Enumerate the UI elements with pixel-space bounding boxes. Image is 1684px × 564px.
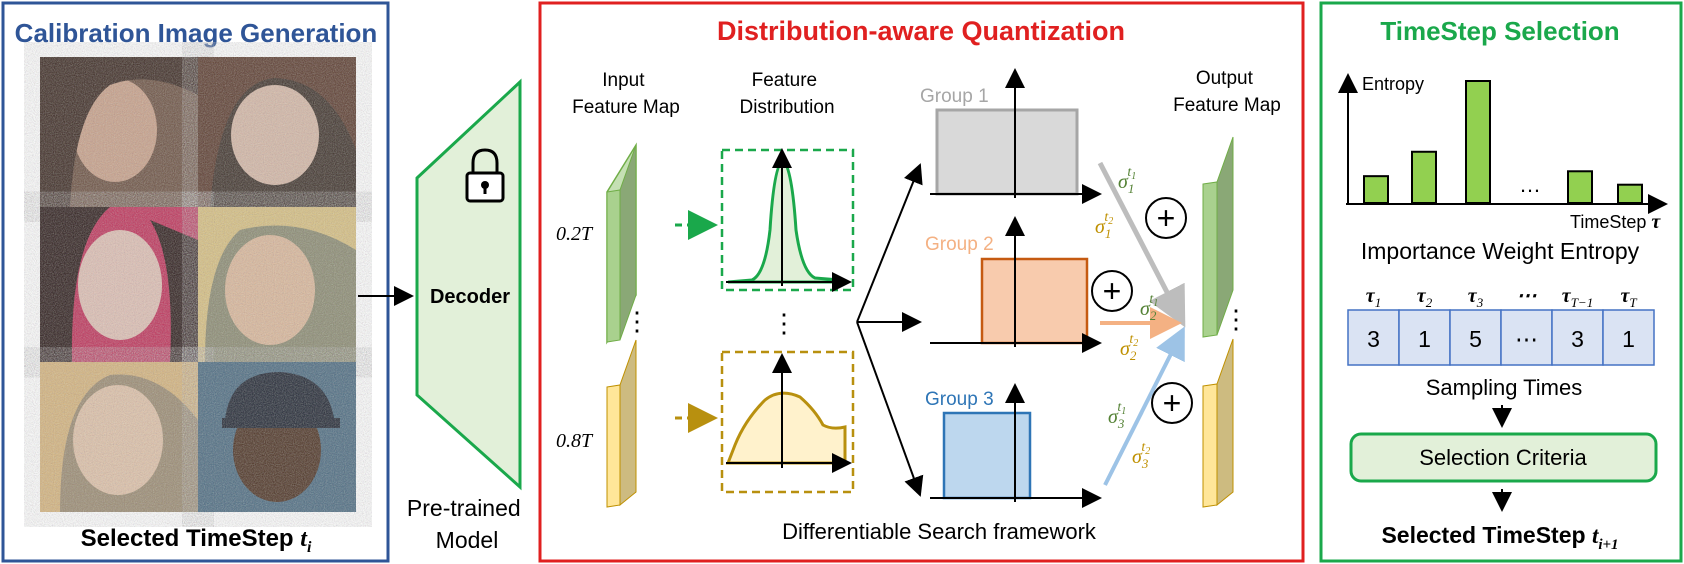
entropy-y-label: Entropy [1362, 74, 1424, 94]
input-ellipsis: ⋮ [624, 306, 650, 336]
sigma-labels: σ1t1 σ1t2 σ2t1 σ2t2 σ3t1 σ3t2 [1095, 165, 1158, 471]
table-cell-value: 1 [1418, 326, 1431, 352]
svg-text:Selected TimeStep ti+1: Selected TimeStep ti+1 [1381, 522, 1618, 553]
table-cell-value: 3 [1571, 326, 1584, 352]
table-cell [1500, 309, 1553, 366]
timestep-panel-title: TimeStep Selection [1380, 16, 1619, 46]
timestep-panel-border [1319, 1, 1683, 563]
entropy-bars: … [1363, 80, 1643, 205]
group-1-label: Group 1 [920, 86, 989, 107]
decoder-block [415, 78, 522, 491]
face-image-3 [40, 207, 198, 362]
sigma-1-t2: σ1t2 [1095, 210, 1113, 241]
table-cell-value: 5 [1469, 326, 1482, 352]
noisy-face-grid [40, 57, 356, 512]
svg-text:+: + [1103, 273, 1122, 309]
table-cell-value: ⋯ [1515, 326, 1538, 352]
output-feature-map-green [1202, 136, 1234, 338]
calibration-caption: Selected TimeStep ti [81, 525, 312, 556]
plus-circle-3: + [1151, 382, 1193, 424]
group-2-label: Group 2 [925, 234, 994, 255]
feature-distribution-green [720, 148, 855, 292]
sigma-3-t2: σ3t2 [1132, 440, 1150, 471]
face-image-4 [198, 207, 356, 362]
table-cell [1602, 309, 1655, 366]
svg-text:+: + [1163, 385, 1182, 421]
entropy-bar [1617, 183, 1643, 204]
table-header-cell: τ1 [1366, 285, 1381, 310]
group-2-histogram [930, 216, 1102, 353]
face-image-2 [198, 57, 356, 207]
table-header-cell: ⋯ [1517, 285, 1538, 307]
output-ellipsis: ⋮ [1223, 304, 1249, 334]
plus-circle-1: + [1145, 197, 1187, 239]
table-header-cell: τ2 [1417, 285, 1433, 310]
output-feature-map-label: Output Feature Map [1173, 68, 1281, 116]
timestep-label-02T: 0.2T [556, 223, 594, 245]
distribution-ellipsis: ⋮ [771, 308, 797, 338]
table-cell-value: 1 [1622, 326, 1635, 352]
group-1-histogram [930, 68, 1102, 204]
group-fanout-arrows [856, 163, 924, 497]
table-header-cell: τT−1 [1562, 285, 1593, 310]
face-image-6 [198, 362, 356, 512]
timestep-label-08T: 0.8T [556, 430, 594, 452]
entropy-bar [1411, 150, 1437, 204]
quantization-panel-title: Distribution-aware Quantization [717, 16, 1125, 46]
svg-text:+: + [1157, 200, 1176, 236]
model-caption: Pre-trained Model [407, 495, 527, 553]
input-feature-map-label: Input Feature Map [572, 70, 680, 118]
entropy-bar-chart: … [1338, 73, 1668, 214]
selection-criteria-box [1349, 432, 1658, 483]
calibration-panel-border [1, 1, 390, 563]
entropy-chart-caption: Importance Weight Entropy [1361, 238, 1640, 264]
table-header-cell: τ3 [1468, 285, 1484, 310]
feature-distribution-gold [720, 350, 855, 494]
input-feature-map-green [606, 142, 637, 345]
group-3-histogram [930, 383, 1102, 508]
group-3-label: Group 3 [925, 389, 994, 410]
table-cell [1551, 309, 1604, 366]
entropy-bar [1363, 175, 1389, 205]
sigma-2-t1: σ2t1 [1140, 292, 1158, 323]
face-image-1 [40, 57, 198, 207]
selected-timestep-next-caption: Selected TimeStep ti+1 [1381, 522, 1618, 553]
calibration-panel-title: Calibration Image Generation [15, 18, 378, 48]
table-header-cell: τT [1620, 285, 1637, 310]
face-image-5 [40, 362, 198, 512]
table-cell [1449, 309, 1502, 366]
sigma-1-t1: σ1t1 [1118, 165, 1136, 196]
entropy-bar-ellipsis: … [1519, 172, 1541, 197]
sampling-times-caption: Sampling Times [1426, 375, 1583, 400]
lock-icon [465, 148, 505, 203]
sigma-2-t2: σ2t2 [1120, 332, 1138, 363]
feature-distribution-label: Feature Distribution [739, 70, 834, 118]
merge-arrows [1097, 161, 1186, 486]
quantization-panel-border [538, 1, 1305, 563]
svg-text:Selected TimeStep ti: Selected TimeStep ti [81, 525, 312, 556]
output-feature-map-gold [1202, 338, 1234, 508]
plus-circle-2: + [1091, 270, 1133, 312]
decoder-label: Decoder [430, 286, 510, 308]
table-cell [1398, 309, 1451, 366]
entropy-bar [1465, 80, 1491, 204]
sampling-times-table: τ1 τ2 τ3 ⋯ τT−1 τT 3 1 5 ⋯ 3 1 [1347, 285, 1655, 366]
entropy-bar [1567, 170, 1593, 204]
selection-criteria-label: Selection Criteria [1419, 445, 1587, 470]
sigma-3-t1: σ3t1 [1108, 400, 1126, 431]
input-feature-map-gold [606, 339, 637, 508]
table-cell [1347, 309, 1400, 366]
quantization-footer: Differentiable Search framework [782, 519, 1097, 544]
table-cell-value: 3 [1367, 326, 1380, 352]
